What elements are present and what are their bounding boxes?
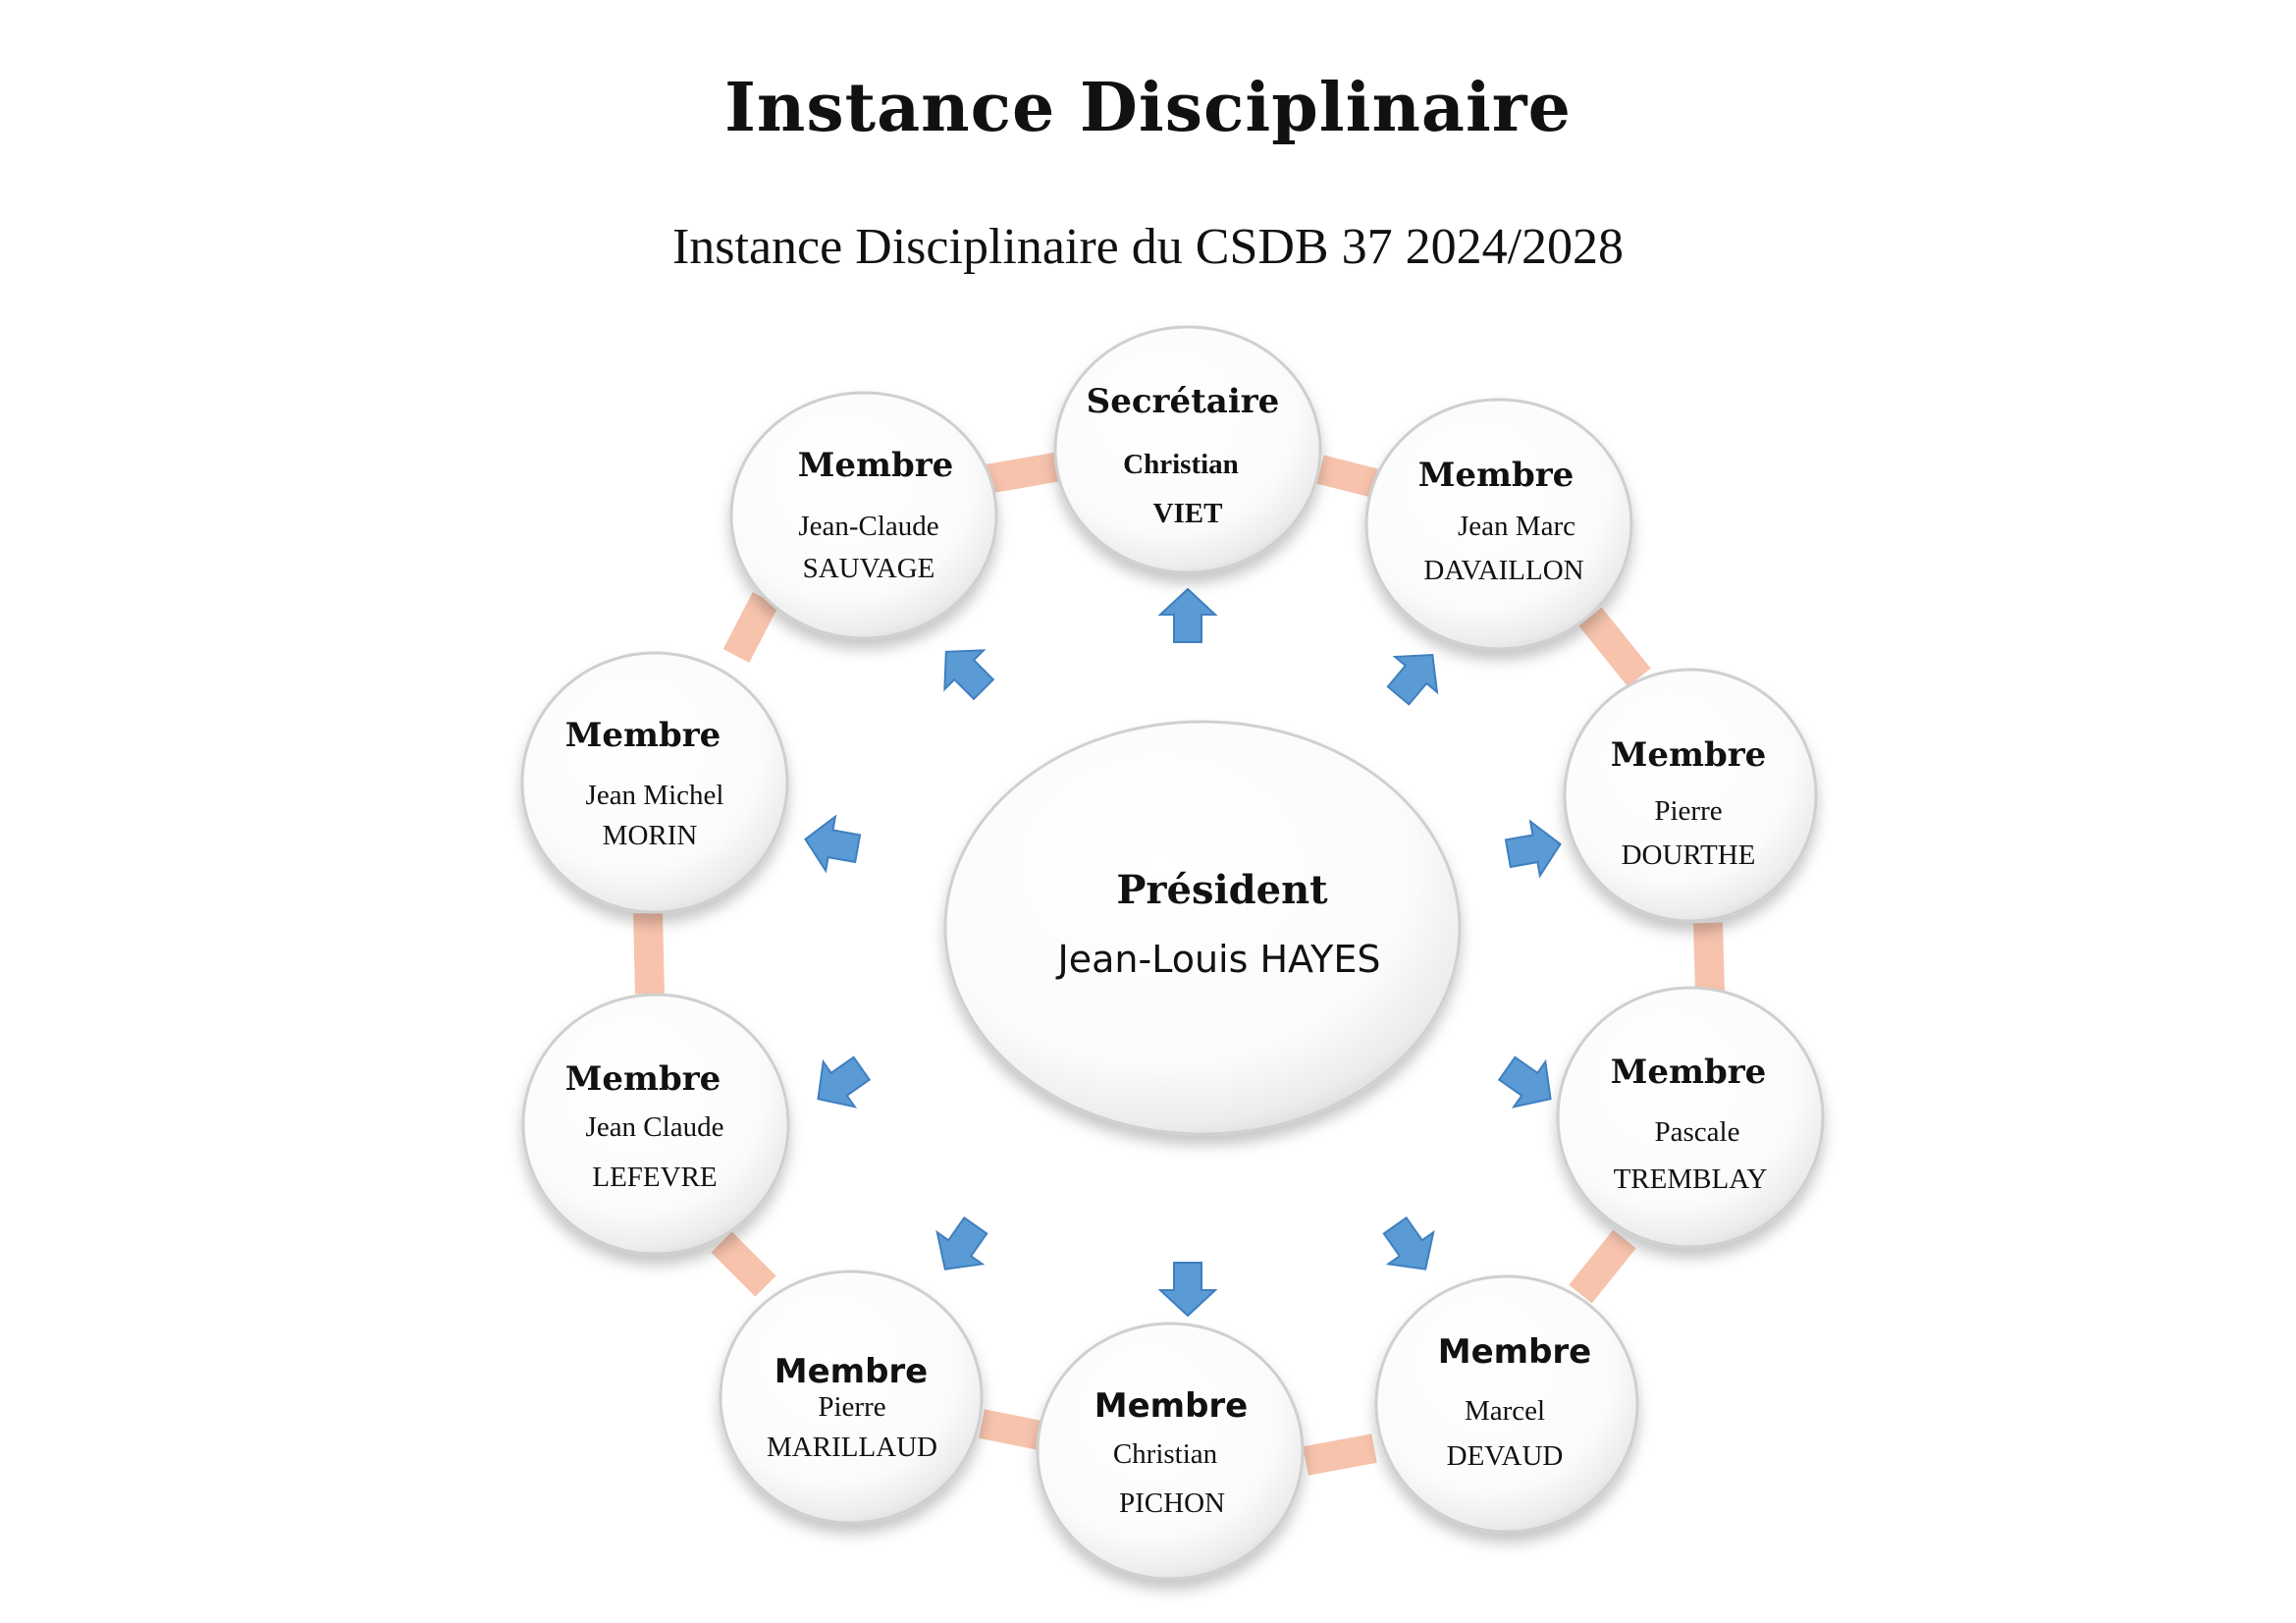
member-node-viet: Secrétaire Christian VIET	[1053, 325, 1322, 574]
node-circle	[1364, 398, 1633, 651]
node-last-name: DAVAILLON	[1423, 555, 1583, 586]
node-first-name: Jean Michel	[586, 780, 724, 811]
president-name: Jean-Louis HAYES	[1056, 938, 1381, 981]
president-ellipse	[943, 720, 1462, 1136]
page-subtitle: Instance Disciplinaire du CSDB 37 2024/2…	[671, 219, 1625, 275]
connector-segment	[979, 1409, 1043, 1450]
arrow-icon	[1386, 653, 1439, 706]
node-circle	[1053, 325, 1322, 574]
arrow-icon	[935, 1216, 988, 1271]
member-node-marillaud: Membre Pierre MARILLAUD	[719, 1270, 984, 1525]
node-first-name: Marcel	[1465, 1395, 1545, 1427]
node-circle	[729, 391, 998, 640]
connector-segment	[711, 1231, 776, 1297]
connector-segment	[633, 912, 665, 995]
node-circle	[1563, 668, 1818, 923]
page-title: Instance Disciplinaire	[724, 69, 1572, 147]
arrow-icon	[1157, 587, 1218, 643]
connector-segment	[1693, 922, 1725, 993]
member-node-davaillon: Membre Jean Marc DAVAILLON	[1364, 398, 1633, 651]
node-first-name: Jean-Claude	[798, 511, 938, 542]
node-first-name: Jean Claude	[586, 1111, 724, 1143]
member-node-devaud: Membre Marcel DEVAUD	[1374, 1274, 1639, 1534]
node-circle	[1036, 1322, 1305, 1581]
node-last-name: SAUVAGE	[803, 553, 935, 584]
member-node-sauvage: Membre Jean-Claude SAUVAGE	[729, 391, 998, 640]
node-role: Membre	[774, 1352, 929, 1391]
node-circle	[1374, 1274, 1639, 1534]
node-role: Membre	[798, 446, 954, 485]
arrow-icon	[943, 649, 995, 701]
node-role: Membre	[1611, 1053, 1767, 1092]
arrow-icon	[1157, 1262, 1218, 1318]
node-first-name: Pierre	[818, 1391, 885, 1423]
node-last-name: PICHON	[1119, 1488, 1225, 1519]
member-node-morin: Membre Jean Michel MORIN	[520, 651, 789, 914]
member-node-lefevre: Membre Jean Claude LEFEVRE	[521, 993, 790, 1256]
connector-segment	[1303, 1434, 1377, 1476]
node-last-name: DEVAUD	[1447, 1440, 1564, 1472]
node-first-name: Pascale	[1655, 1116, 1740, 1148]
president-role: Président	[1116, 867, 1328, 913]
node-circle	[1556, 986, 1825, 1249]
connector-segment	[1578, 607, 1651, 687]
arrow-icon	[1382, 1216, 1435, 1271]
node-role: Membre	[1418, 456, 1575, 495]
connector-segment	[984, 452, 1063, 494]
arrow-icon	[1504, 819, 1562, 879]
node-role: Membre	[1611, 735, 1767, 775]
arrow-icon	[1497, 1055, 1552, 1109]
member-node-dourthe: Membre Pierre DOURTHE	[1563, 668, 1818, 923]
node-last-name: LEFEVRE	[592, 1162, 717, 1193]
connector-ring	[633, 452, 1725, 1476]
connector-segment	[722, 592, 779, 663]
node-circle	[521, 993, 790, 1256]
node-role: Membre	[565, 716, 721, 755]
arrow-icon	[817, 1055, 872, 1109]
president-node: Président Jean-Louis HAYES	[943, 720, 1462, 1136]
node-circle	[520, 651, 789, 914]
node-last-name: DOURTHE	[1622, 839, 1756, 871]
node-first-name: Jean Marc	[1458, 511, 1575, 542]
node-role: Membre	[1438, 1332, 1592, 1372]
node-first-name: Pierre	[1654, 795, 1722, 827]
node-last-name: TREMBLAY	[1614, 1163, 1768, 1195]
connector-segment	[1569, 1229, 1636, 1304]
node-last-name: MARILLAUD	[767, 1432, 937, 1463]
connector-segment	[1316, 455, 1378, 498]
node-last-name: VIET	[1153, 498, 1223, 529]
arrow-group	[804, 587, 1562, 1318]
node-role: Secrétaire	[1087, 382, 1280, 421]
node-role: Membre	[565, 1059, 721, 1099]
member-node-pichon: Membre Christian PICHON	[1036, 1322, 1305, 1581]
node-last-name: MORIN	[603, 820, 698, 851]
node-first-name: Christian	[1123, 449, 1239, 480]
node-circle	[719, 1270, 984, 1525]
arrow-icon	[804, 814, 862, 874]
node-first-name: Christian	[1113, 1438, 1218, 1470]
node-role: Membre	[1095, 1386, 1249, 1426]
member-node-tremblay: Membre Pascale TREMBLAY	[1556, 986, 1825, 1249]
